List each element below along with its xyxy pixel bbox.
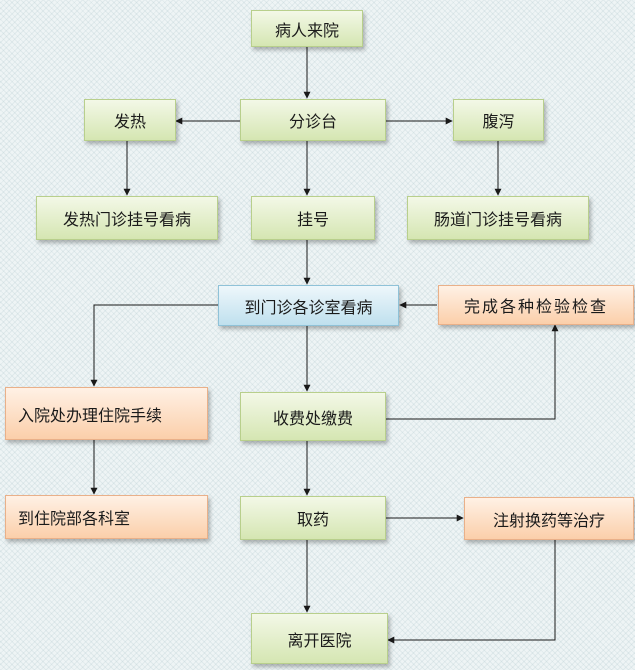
node-gut-clinic-label: 肠道门诊挂号看病 bbox=[433, 210, 562, 229]
node-diarrhea: 腹泻 bbox=[453, 99, 544, 141]
node-arrive-label: 病人来院 bbox=[274, 20, 339, 40]
arrow-consult-to-admission bbox=[90, 304, 218, 387]
node-triage: 分诊台 bbox=[240, 99, 386, 141]
node-ward-label: 到住院部各科室 bbox=[18, 509, 131, 528]
node-fever-label: 发热 bbox=[113, 112, 146, 131]
node-fever-clinic-label: 发热门诊挂号看病 bbox=[62, 210, 191, 229]
node-diarrhea-label: 腹泻 bbox=[482, 112, 515, 131]
node-payment: 收费处缴费 bbox=[240, 392, 386, 441]
arrow-payment-to-tests bbox=[386, 324, 559, 420]
node-fever-clinic: 发热门诊挂号看病 bbox=[36, 196, 218, 240]
node-treatment: 注射换药等治疗 bbox=[464, 497, 634, 540]
node-consult: 到门诊各诊室看病 bbox=[218, 285, 399, 326]
node-pharmacy: 取药 bbox=[240, 496, 386, 540]
node-arrive: 病人来院 bbox=[251, 10, 363, 47]
node-ward: 到住院部各科室 bbox=[5, 495, 208, 539]
node-admission-label: 入院处办理住院手续 bbox=[18, 405, 163, 425]
node-consult-label: 到门诊各诊室看病 bbox=[244, 297, 373, 317]
node-leave-label: 离开医院 bbox=[287, 630, 352, 650]
arrow-treatment-to-leave bbox=[387, 540, 556, 644]
node-payment-label: 收费处缴费 bbox=[272, 408, 353, 428]
node-gut-clinic: 肠道门诊挂号看病 bbox=[407, 196, 589, 240]
node-leave: 离开医院 bbox=[251, 613, 388, 664]
node-tests: 完成各种检验检查 bbox=[438, 285, 634, 325]
node-fever: 发热 bbox=[84, 99, 176, 141]
node-pharmacy-label: 取药 bbox=[296, 510, 329, 529]
node-register-label: 挂号 bbox=[296, 210, 329, 229]
node-triage-label: 分诊台 bbox=[288, 112, 337, 131]
node-register: 挂号 bbox=[251, 196, 375, 240]
node-treatment-label: 注射换药等治疗 bbox=[492, 510, 605, 530]
node-admission: 入院处办理住院手续 bbox=[5, 387, 208, 440]
node-tests-label: 完成各种检验检查 bbox=[463, 297, 608, 316]
